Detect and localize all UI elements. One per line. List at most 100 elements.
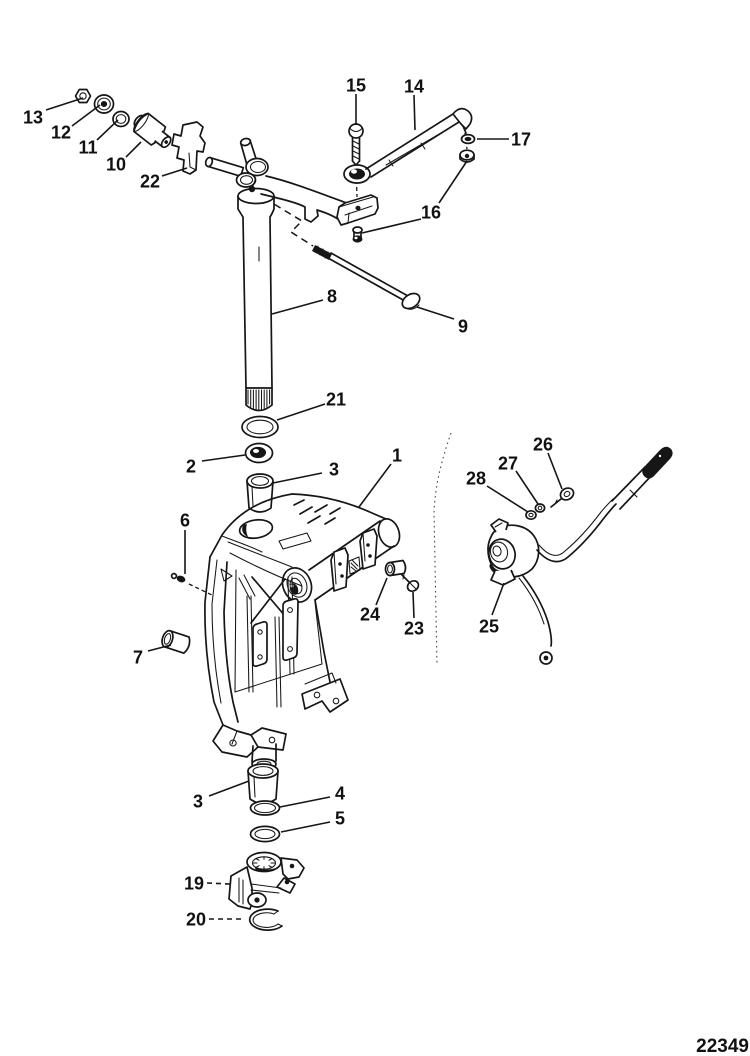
part-washer-27: [534, 503, 546, 513]
callout-label-9-8: 8: [327, 287, 337, 307]
part-washer-11: [112, 110, 130, 128]
part-screw-26: [550, 487, 575, 508]
sender-cable: [536, 503, 617, 563]
callout-label-21-28: 28: [466, 469, 486, 489]
callout-leader-24-4: [279, 796, 331, 808]
bracket-link-plate-a: [282, 597, 299, 662]
part-bolt-16b: [352, 226, 363, 243]
part-sleeve-24: [384, 559, 407, 577]
callout-label-17-23: 23: [404, 619, 424, 639]
callout-label-12-2: 2: [186, 457, 196, 477]
part-nut-17: [460, 133, 476, 145]
callout-leader-23-3: [208, 780, 250, 797]
faint-edge-line: [433, 432, 452, 666]
callout-leader-14-1: [358, 463, 392, 508]
callout-leader-18-7: [147, 644, 172, 652]
callout-leader-20-27: [515, 470, 539, 505]
callout-leader-16-24: [375, 577, 388, 606]
callout-leader-6-14: [413, 94, 416, 131]
cable-end-cap: [642, 446, 673, 479]
callout-leader-8-16: [361, 218, 422, 234]
callout-leader-9-8: [271, 299, 324, 315]
callout-label-27-20: 20: [186, 910, 206, 930]
callout-leader-19-26: [547, 452, 563, 490]
callout-leader-10-9: [416, 306, 455, 320]
clamp-block-b: [359, 528, 378, 570]
callout-label-5-15: 15: [346, 76, 366, 96]
callout-label-18-7: 7: [133, 648, 143, 668]
part-trim-sender-25: [487, 446, 673, 665]
callout-leader-21-28: [486, 485, 529, 513]
part-retaining-ring-20: [248, 908, 283, 931]
callout-label-4-22: 22: [140, 172, 160, 192]
bracket-foot-right: [301, 678, 349, 713]
part-washer-28: [525, 509, 537, 521]
callout-leader-1-12: [71, 104, 101, 127]
callout-leader-8-16: [438, 160, 468, 204]
part-washer-12: [93, 94, 115, 114]
part-link-rod-14: [365, 107, 476, 178]
callout-label-22-25: 25: [479, 617, 499, 637]
callout-label-7-17: 17: [511, 130, 531, 150]
callout-label-20-27: 27: [498, 454, 518, 474]
callout-leader-4-22: [161, 167, 188, 177]
callout-label-23-3: 3: [193, 792, 203, 812]
part-mount-10: [133, 112, 172, 149]
part-washer-4: [249, 800, 281, 816]
part-washer-21: [241, 415, 279, 439]
sender-bottom-tab: [490, 569, 516, 586]
part-bushing-3-lower: [247, 763, 279, 805]
link-splines: [251, 856, 277, 870]
callout-leader-26-19: [206, 882, 231, 885]
part-nut-13: [74, 88, 92, 104]
callout-label-19-26: 26: [533, 435, 553, 455]
callout-leader-12-2: [201, 454, 246, 462]
callout-label-15-6: 6: [180, 511, 190, 531]
part-bushing-7: [161, 629, 191, 655]
callout-label-14-1: 1: [392, 446, 402, 466]
callout-leader-11-21: [276, 403, 326, 421]
callout-label-16-24: 24: [360, 605, 380, 625]
shaft-splines: [247, 389, 271, 412]
part-steering-arm: [204, 137, 379, 243]
callout-leader-17-23: [412, 591, 415, 619]
part-grease-fitting-6: [170, 572, 215, 597]
callout-leader-3-10: [125, 141, 142, 158]
callout-label-3-10: 10: [106, 155, 126, 175]
callout-leader-25-5: [280, 821, 331, 833]
callout-leader-0-13: [45, 97, 84, 111]
callout-label-2-11: 11: [78, 138, 97, 158]
part-bolt-9: [312, 245, 421, 310]
drawing-number: 22349: [696, 1036, 749, 1056]
callout-label-13-3: 3: [329, 460, 339, 480]
part-bolt-15: [343, 123, 371, 184]
top-hatch-marks: [293, 499, 341, 525]
part-nut-16a: [459, 149, 475, 163]
callout-leader-2-11: [96, 119, 119, 141]
rod-ball-end: [452, 107, 473, 130]
part-bracket-22: [171, 121, 206, 175]
sender-wire: [522, 575, 553, 647]
callout-label-1-12: 12: [51, 123, 71, 143]
part-bushing-3-upper: [246, 473, 274, 513]
callout-label-25-5: 5: [335, 809, 345, 829]
callout-leader-22-25: [491, 582, 505, 616]
callout-label-8-16: 16: [421, 203, 441, 223]
clamp-block-a: [330, 547, 349, 592]
callout-label-24-4: 4: [335, 784, 345, 804]
bracket-link-plate-b: [252, 620, 268, 668]
part-seal-2: [244, 442, 274, 464]
part-swivel-shaft-8: [237, 187, 275, 412]
callout-label-6-14: 14: [404, 77, 424, 97]
part-screw-23: [401, 574, 420, 593]
part-swivel-bracket-1: [204, 493, 401, 770]
part-steering-link-19: [228, 851, 305, 910]
callout-label-0-13: 13: [23, 108, 43, 128]
callout-leader-13-3: [272, 472, 323, 484]
part-oring-5: [249, 825, 281, 843]
callout-label-26-19: 19: [184, 874, 204, 894]
callout-label-10-9: 9: [458, 317, 468, 337]
